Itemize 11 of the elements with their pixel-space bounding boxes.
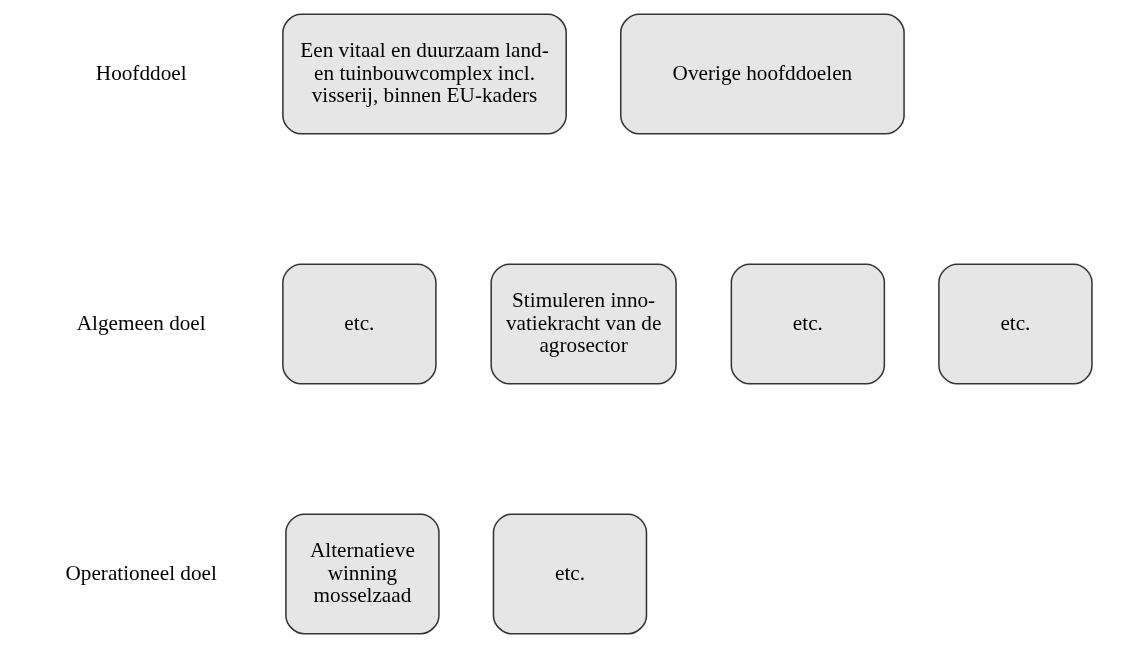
node-box: etc. — [937, 263, 1093, 385]
node-box: Alternatieve winning mosselzaad — [284, 513, 440, 635]
label: Algemeen doel — [76, 310, 206, 335]
label: Operationeel doel — [65, 560, 217, 585]
node-box: etc. — [492, 513, 647, 635]
node-box: Een vitaal en duurzaam land- en tuinbouwcomplex incl. visserij, binnen EU-kaders — [281, 13, 567, 135]
label: Hoofddoel — [95, 60, 187, 85]
node-box: Stimuleren inno- vatiekracht van de agrosector — [489, 263, 677, 385]
node-box: Overige hoofddoelen — [619, 13, 905, 135]
node-box: etc. — [730, 263, 885, 385]
node-box: etc. — [281, 263, 437, 385]
